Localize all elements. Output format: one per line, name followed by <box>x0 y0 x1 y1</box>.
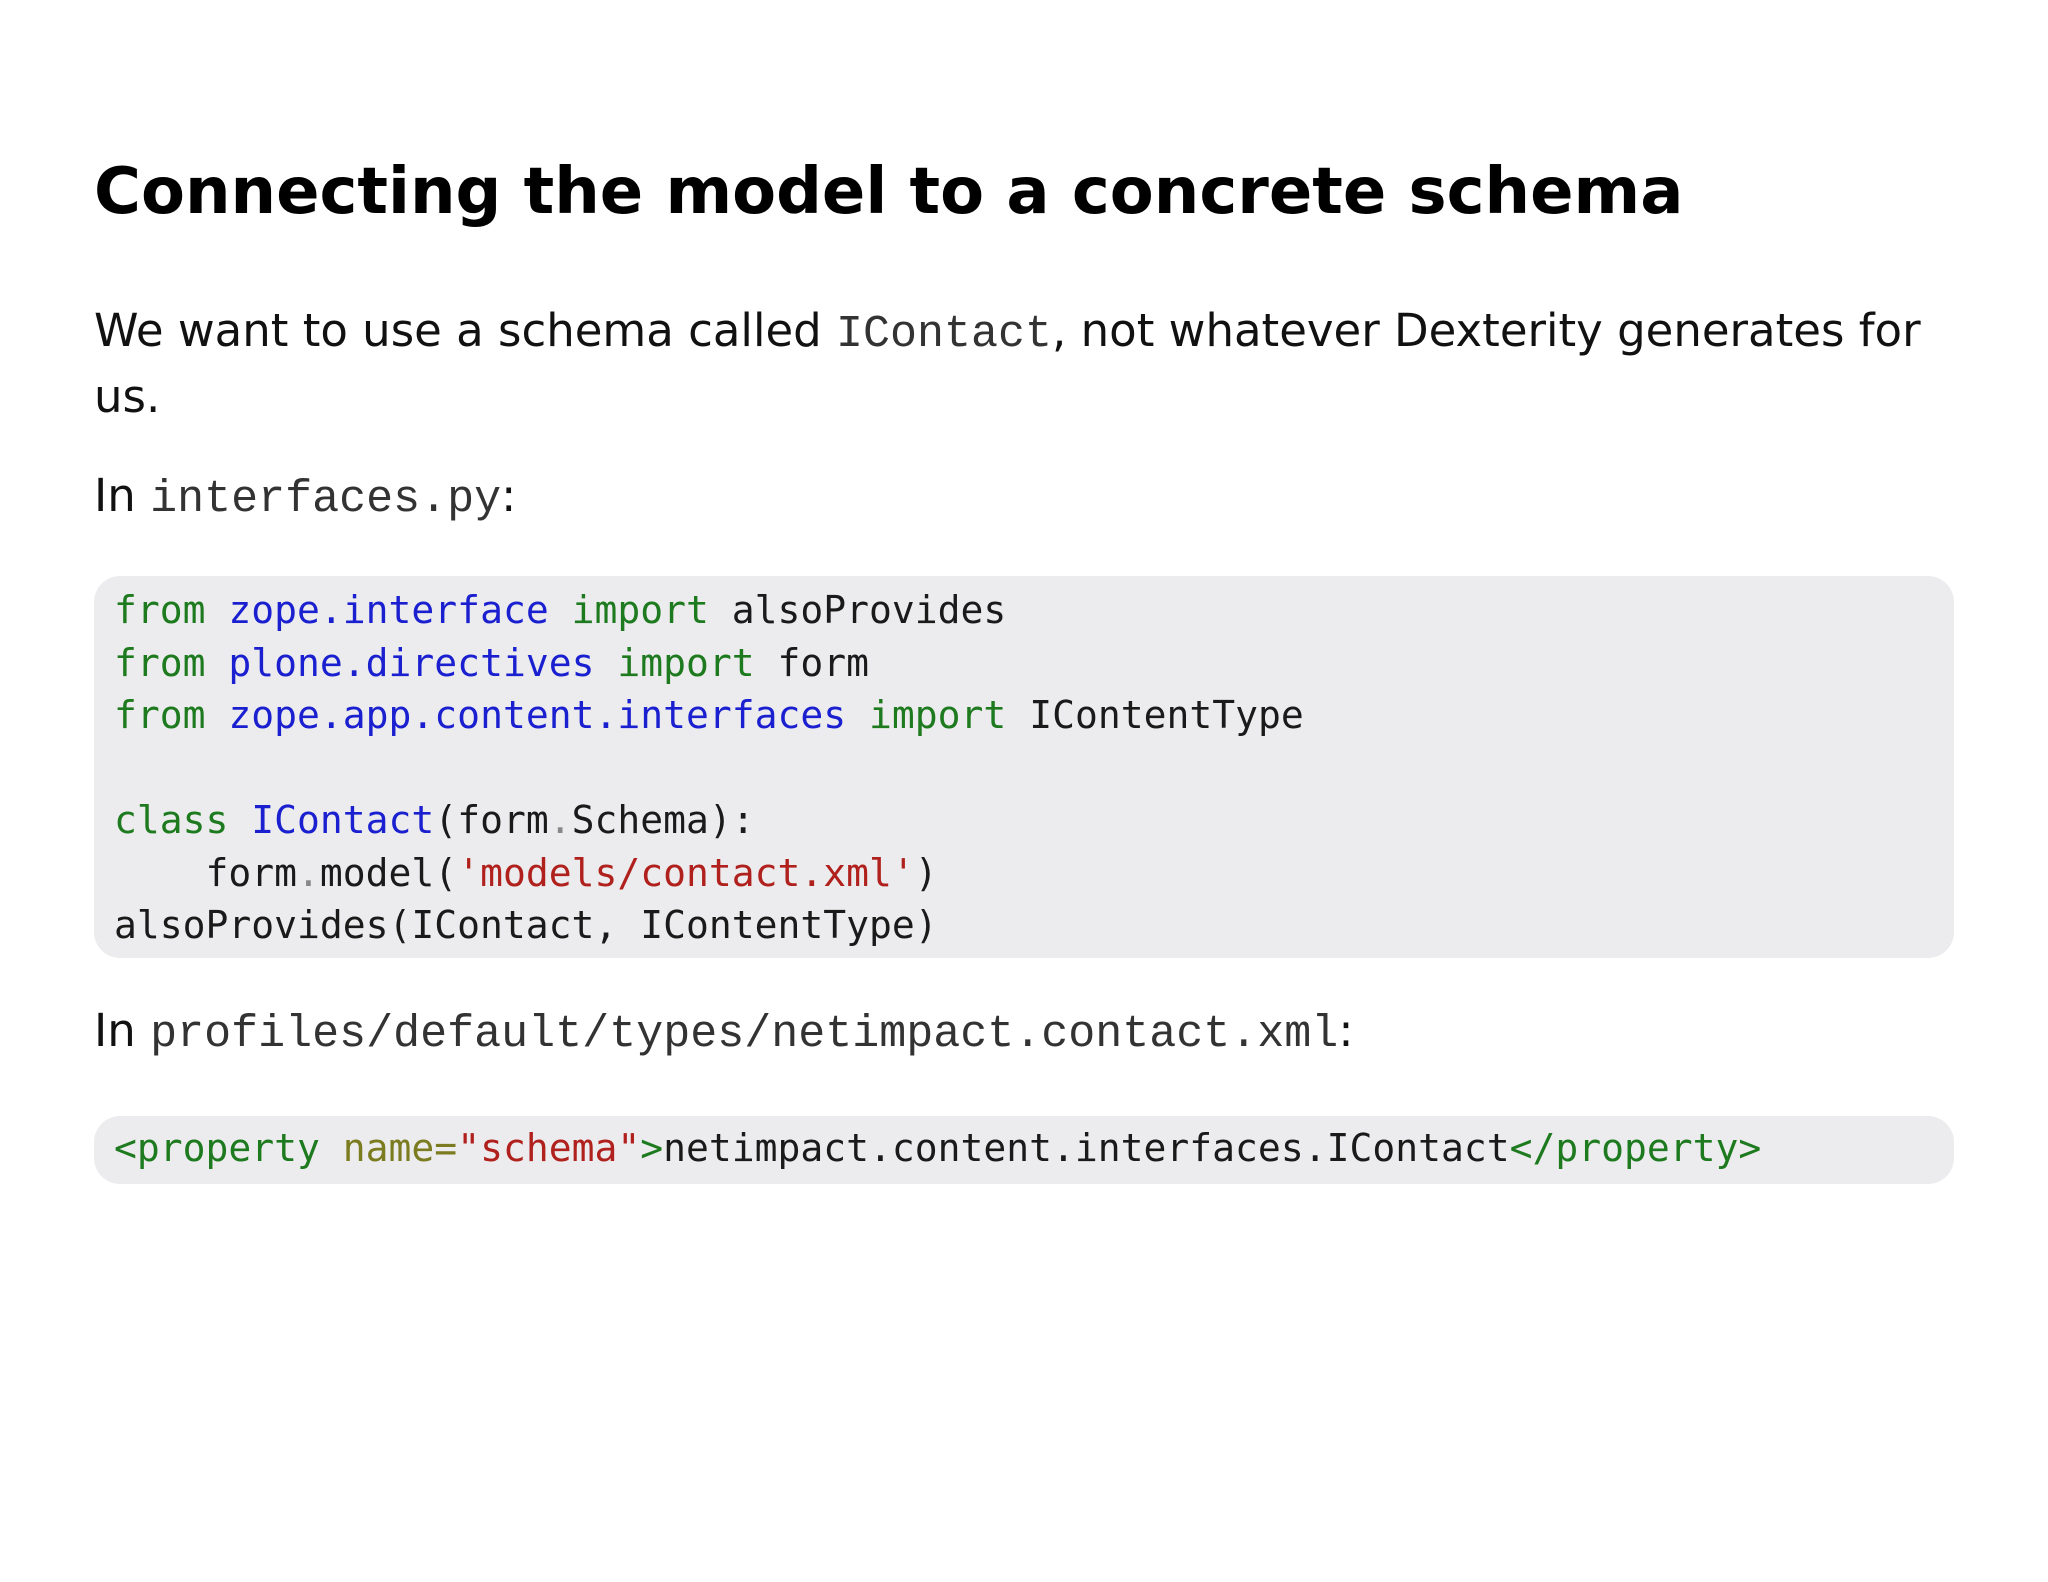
xml-attribute-value: "schema" <box>457 1126 641 1170</box>
code-keyword: class <box>114 798 229 842</box>
code-module: zope.app.content.interfaces <box>228 693 847 737</box>
code-line: from zope.interface import alsoProvides <box>114 584 1934 637</box>
interfaces-text-after: : <box>501 469 517 522</box>
xml-code-block: <property name="schema">netimpact.conten… <box>94 1116 1954 1184</box>
xml-file-path: profiles/default/types/netimpact.contact… <box>150 1009 1339 1060</box>
code-string: 'models/contact.xml' <box>457 850 915 895</box>
intro-text-after: , not whatever Dexterity generates for u… <box>94 304 1921 423</box>
code-line: alsoProvides(IContact, IContentType) <box>114 899 1934 952</box>
code-line: <property name="schema">netimpact.conten… <box>114 1122 1934 1175</box>
code-module: plone.directives <box>228 640 595 685</box>
code-keyword: import <box>571 588 709 632</box>
xml-open-tag: <property <box>114 1126 320 1170</box>
code-name: IContentType <box>1029 693 1304 737</box>
code-blank-line <box>114 742 1934 795</box>
xml-attribute: name= <box>342 1126 458 1170</box>
code-text: model( <box>319 850 458 895</box>
intro-text-before: We want to use a schema called <box>94 304 836 357</box>
code-class-name: IContact <box>251 798 435 842</box>
code-name: alsoProvides <box>731 588 1007 632</box>
interfaces-file-name: interfaces.py <box>150 474 502 525</box>
xml-text-content: netimpact.content.interfaces.IContact <box>663 1126 1510 1170</box>
code-module: zope.interface <box>228 588 549 632</box>
code-text: form <box>205 850 298 895</box>
xml-close-tag: </property> <box>1509 1126 1762 1170</box>
intro-paragraph: We want to use a schema called IContact,… <box>94 300 1954 428</box>
slide-title: Connecting the model to a concrete schem… <box>94 155 1684 229</box>
code-keyword: from <box>114 640 206 685</box>
code-operator: . <box>297 850 320 895</box>
xml-text-after: : <box>1338 1004 1354 1057</box>
xml-file-paragraph: In profiles/default/types/netimpact.cont… <box>94 1000 1954 1066</box>
code-line: from zope.app.content.interfaces import … <box>114 689 1934 742</box>
code-keyword: import <box>869 693 1007 737</box>
code-line: from plone.directives import form <box>114 637 1934 690</box>
intro-inline-code: IContact <box>836 309 1053 360</box>
code-line: class IContact(form.Schema): <box>114 794 1934 847</box>
code-keyword: import <box>617 640 755 685</box>
code-text: (form <box>434 798 549 842</box>
code-indent <box>114 851 206 895</box>
code-name: form <box>777 640 870 685</box>
code-keyword: from <box>114 588 206 632</box>
code-line: form.model('models/contact.xml') <box>114 847 1934 900</box>
interfaces-text-before: In <box>94 469 151 522</box>
xml-tag-end: > <box>640 1126 664 1170</box>
xml-text-before: In <box>94 1004 151 1057</box>
code-keyword: from <box>114 693 206 737</box>
code-text: ) <box>914 850 938 895</box>
interfaces-file-paragraph: In interfaces.py: <box>94 465 1954 531</box>
code-text: alsoProvides(IContact, IContentType) <box>114 903 938 947</box>
code-text: Schema): <box>571 798 755 842</box>
code-operator: . <box>548 798 572 842</box>
